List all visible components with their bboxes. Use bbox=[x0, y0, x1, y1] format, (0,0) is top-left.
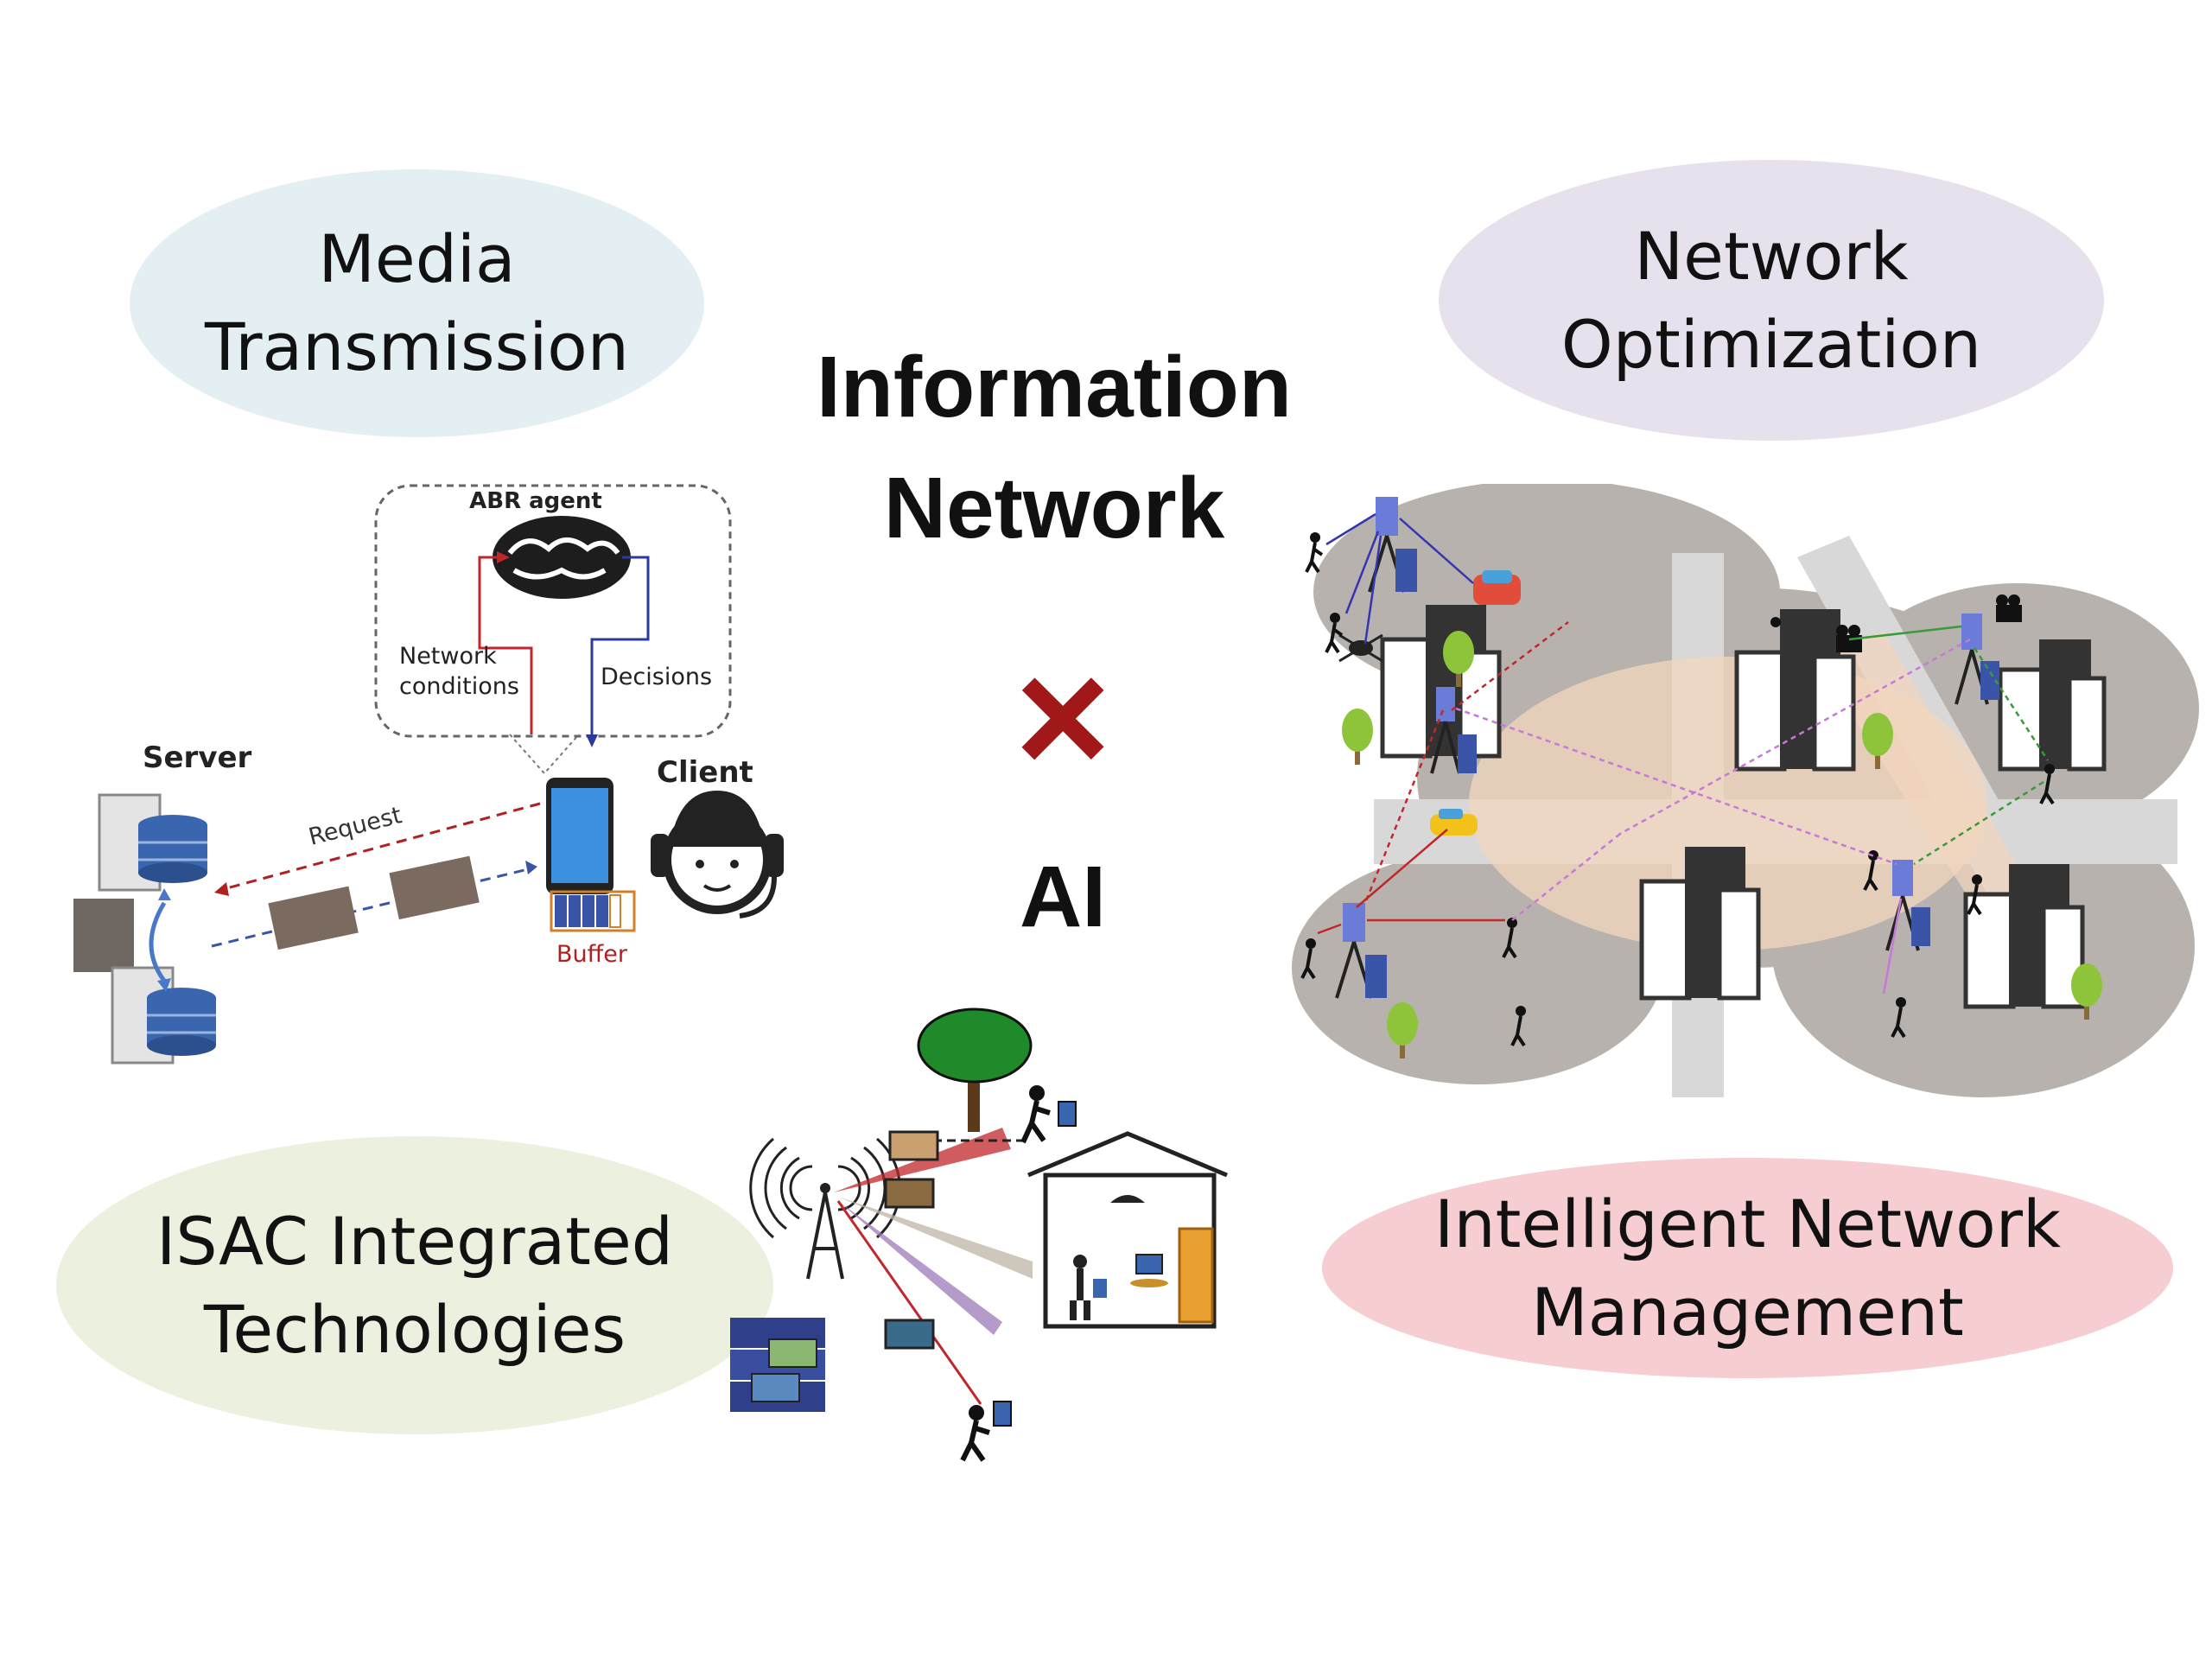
isac-bubble: ISAC Integrated Technologies bbox=[56, 1136, 773, 1434]
pedestrian-icon bbox=[1300, 532, 2055, 1047]
antenna-tower-icon bbox=[806, 1183, 844, 1280]
building-icon-3 bbox=[1639, 847, 1761, 1001]
abr-agent-label: ABR agent bbox=[469, 488, 602, 514]
network-optimization-line1: Network bbox=[1634, 217, 1909, 295]
building-icon bbox=[1380, 605, 1502, 759]
building-icon-2 bbox=[1734, 609, 1856, 772]
isac-line1: ISAC Integrated bbox=[156, 1202, 673, 1280]
decisions-label: Decisions bbox=[601, 664, 712, 690]
client-headset-icon bbox=[651, 791, 784, 918]
intelligent-management-bubble: Intelligent Network Management bbox=[1322, 1158, 2173, 1378]
server-icon-2 bbox=[111, 966, 216, 1065]
server-label: Server bbox=[143, 741, 252, 775]
pedestrian-with-tablet-icon-2 bbox=[960, 1401, 1012, 1462]
car-icon bbox=[1473, 570, 1521, 605]
intelligent-management-line1: Intelligent Network bbox=[1434, 1185, 2061, 1262]
drone-icon bbox=[1338, 633, 1383, 663]
tree-icon bbox=[1342, 631, 2102, 1058]
cell-tower-icon-5 bbox=[1885, 860, 1930, 951]
isac-illustration bbox=[730, 1007, 1228, 1462]
title-network: Network bbox=[883, 460, 1225, 556]
media-transmission-line1: Media bbox=[318, 220, 516, 297]
title-ai: AI bbox=[1020, 849, 1106, 945]
cell-tower-icon-4 bbox=[1955, 613, 1999, 705]
building-icon-5 bbox=[1998, 639, 2107, 772]
cell-tower-icon-3 bbox=[1335, 903, 1387, 999]
tree-icon-isac bbox=[917, 1007, 1033, 1142]
buffer-label: Buffer bbox=[556, 941, 628, 968]
server-icon bbox=[98, 793, 207, 892]
media-transmission-line2: Transmission bbox=[205, 308, 629, 385]
video-frame-icon-isac bbox=[884, 1130, 939, 1350]
house-icon bbox=[1027, 1131, 1228, 1329]
server-stack-icon bbox=[730, 1318, 825, 1412]
intelligent-management-line2: Management bbox=[1531, 1273, 1964, 1351]
car-icon-2 bbox=[1430, 809, 1478, 836]
network-conditions-label-1: Network bbox=[399, 643, 497, 670]
abr-diagram: ABR agent Network conditions Decisions S… bbox=[73, 484, 784, 1065]
buffer-icon bbox=[550, 890, 636, 932]
video-frame-icon bbox=[73, 855, 480, 972]
building-icon-4 bbox=[1963, 864, 2085, 1009]
network-optimization-line2: Optimization bbox=[1560, 305, 1982, 383]
client-label: Client bbox=[657, 755, 753, 790]
media-transmission-bubble: Media Transmission bbox=[130, 169, 704, 437]
city-network-illustration bbox=[1292, 484, 2199, 1097]
title-information: Information bbox=[817, 339, 1292, 435]
smartphone-icon bbox=[546, 778, 613, 894]
cell-tower-icon bbox=[1368, 497, 1417, 593]
brain-icon bbox=[493, 516, 631, 599]
isac-line2: Technologies bbox=[203, 1290, 626, 1368]
network-conditions-label-2: conditions bbox=[399, 673, 519, 700]
pedestrian-with-tablet-icon bbox=[1020, 1085, 1077, 1144]
cross-icon: × bbox=[1014, 626, 1111, 809]
network-optimization-bubble: Network Optimization bbox=[1439, 160, 2104, 441]
